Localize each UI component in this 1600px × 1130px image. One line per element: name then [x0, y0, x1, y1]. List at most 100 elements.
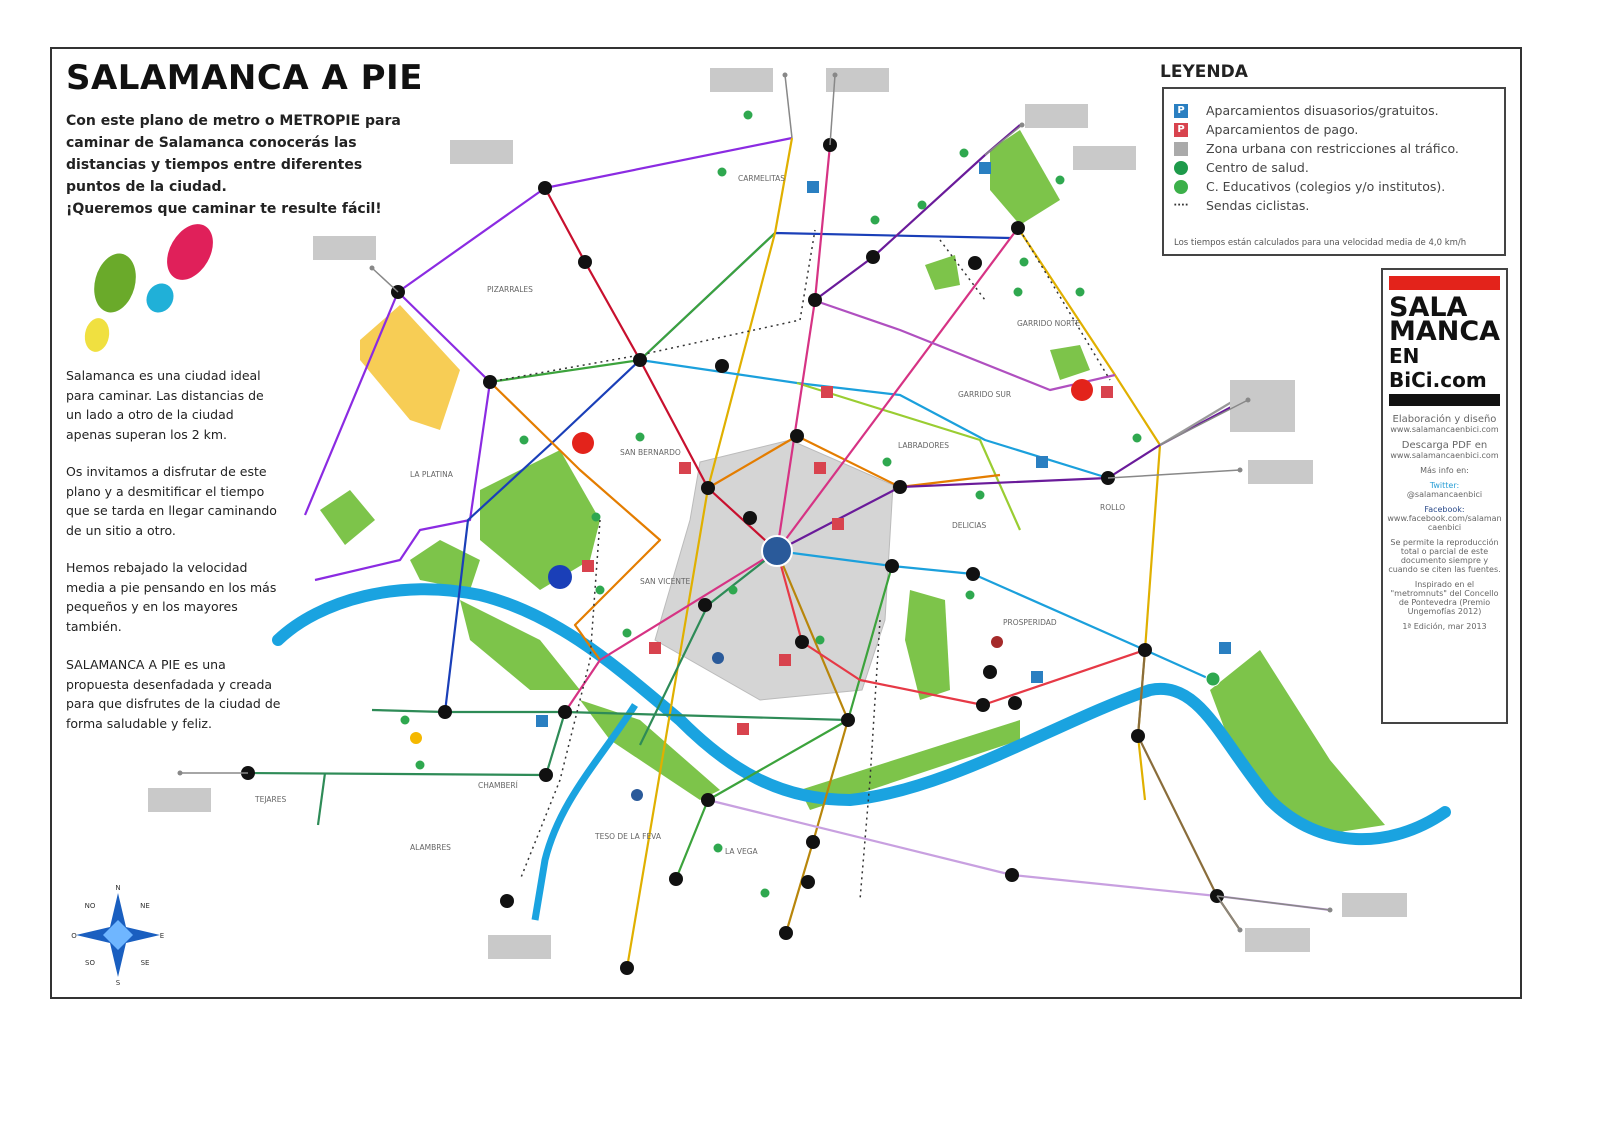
legend-label: Aparcamientos de pago. — [1206, 122, 1359, 137]
edition-text: 1ª Edición, mar 2013 — [1402, 622, 1487, 631]
station — [790, 429, 804, 443]
walking-line — [775, 550, 850, 934]
station — [620, 961, 634, 975]
neighborhood-label: TEJARES — [255, 795, 287, 804]
download-link[interactable]: www.salamancaenbici.com — [1390, 451, 1499, 460]
school-icon — [595, 585, 605, 595]
facebook-link[interactable]: www.facebook.com/salamancaenbici — [1387, 514, 1502, 532]
walking-line — [303, 136, 793, 516]
station — [795, 635, 809, 649]
station — [806, 835, 820, 849]
website-link[interactable]: www.salamancaenbici.com — [1390, 425, 1499, 434]
paragraph: Hemos rebajado la velocidad media a pie … — [66, 560, 277, 634]
neighborhood-label: LABRADORES — [898, 441, 950, 450]
walking-line — [489, 381, 662, 661]
parking-free-icon — [1219, 642, 1231, 654]
destination-label-box — [450, 140, 513, 164]
walking-line — [1159, 399, 1236, 446]
station — [483, 375, 497, 389]
school-icon — [717, 167, 727, 177]
walking-line — [625, 137, 794, 969]
parking-paid-icon: P — [1174, 122, 1188, 137]
compass-label: O — [71, 932, 77, 940]
school-icon — [760, 888, 770, 898]
walking-line — [639, 358, 1109, 480]
footprint-cyan-icon — [146, 283, 174, 313]
park-area — [1050, 345, 1090, 380]
walking-line — [564, 550, 778, 713]
exit-arrow — [829, 74, 836, 146]
license-text: Se permite la reproducción total o parci… — [1388, 538, 1501, 574]
destination-label-box — [488, 935, 551, 959]
station — [966, 567, 980, 581]
logo-line: EN BiCi.com — [1389, 344, 1487, 392]
station — [983, 665, 997, 679]
legend-item: Zona urbana con restricciones al tráfico… — [1174, 139, 1504, 158]
arrow-head-icon — [1237, 927, 1243, 933]
bus-station-icon — [1071, 379, 1093, 401]
legend-label: C. Educativos (colegios y/o institutos). — [1206, 179, 1446, 194]
restricted-zone — [654, 439, 894, 701]
exit-arrow — [1107, 469, 1241, 479]
parking-paid-icon — [679, 462, 691, 474]
neighborhood-label: PIZARRALES — [487, 285, 533, 294]
brand-black-bar — [1389, 394, 1500, 406]
river-arm — [531, 703, 638, 921]
destination-label-box — [1248, 460, 1313, 484]
walking-line — [247, 710, 849, 777]
bike-path-icon: ···· — [1173, 200, 1189, 211]
station — [698, 598, 712, 612]
arrow-head-icon — [782, 72, 788, 78]
neighborhood-label: ALAMBRES — [410, 843, 451, 852]
station — [669, 872, 683, 886]
download-label: Descarga PDF en — [1401, 440, 1488, 451]
neighborhood-label: PROSPERIDAD — [1003, 618, 1057, 627]
bike-path — [939, 239, 986, 301]
river-tormes — [272, 583, 1451, 846]
legend-item: ···· Sendas ciclistas. — [1173, 196, 1504, 215]
map-frame — [50, 47, 1522, 999]
restricted-zone-icon — [1174, 141, 1188, 156]
legend-item: C. Educativos (colegios y/o institutos). — [1174, 177, 1504, 196]
paragraph: Os invitamos a disfrutar de este plano y… — [66, 464, 277, 538]
twitter-link[interactable]: @salamancaenbici — [1406, 490, 1483, 499]
station-plaza-mayor — [761, 535, 793, 567]
school-icon — [1013, 287, 1023, 297]
arrow-head-icon — [177, 770, 183, 776]
legend-label: Sendas ciclistas. — [1206, 198, 1310, 213]
neighborhood-label: SAN BERNARDO — [620, 448, 681, 457]
destination-label-box — [1230, 380, 1295, 432]
neighborhood-label: SAN VICENTE — [640, 577, 691, 586]
school-icon — [815, 635, 825, 645]
parking-paid-icon — [779, 654, 791, 666]
station — [1131, 729, 1145, 743]
poi-marker — [991, 636, 1003, 648]
parking-paid-icon — [737, 723, 749, 735]
parking-paid-icon — [582, 560, 594, 572]
destination-label-box — [1073, 146, 1136, 170]
station — [1008, 696, 1022, 710]
school-icon — [400, 715, 410, 725]
walking-line — [707, 434, 1001, 489]
school-icon — [870, 215, 880, 225]
parking-paid-icon — [821, 386, 833, 398]
legend-label: Zona urbana con restricciones al tráfico… — [1206, 141, 1459, 156]
park-area — [410, 540, 480, 590]
compass-label: E — [160, 932, 164, 940]
logo-line: SALA — [1389, 292, 1468, 323]
school-icon — [728, 585, 738, 595]
school-icon — [917, 200, 927, 210]
station — [538, 181, 552, 195]
walking-line — [1017, 227, 1162, 801]
school-icon — [622, 628, 632, 638]
station — [893, 480, 907, 494]
intro-text: Con este plano de metro o METROPIE para … — [66, 110, 406, 220]
exit-arrow — [371, 267, 399, 293]
parking-free-icon — [979, 162, 991, 174]
neighborhood-label: GARRIDO NORTE — [1017, 319, 1081, 328]
bike-path — [859, 619, 881, 901]
footprint-pink-icon — [167, 224, 213, 280]
station — [976, 698, 990, 712]
